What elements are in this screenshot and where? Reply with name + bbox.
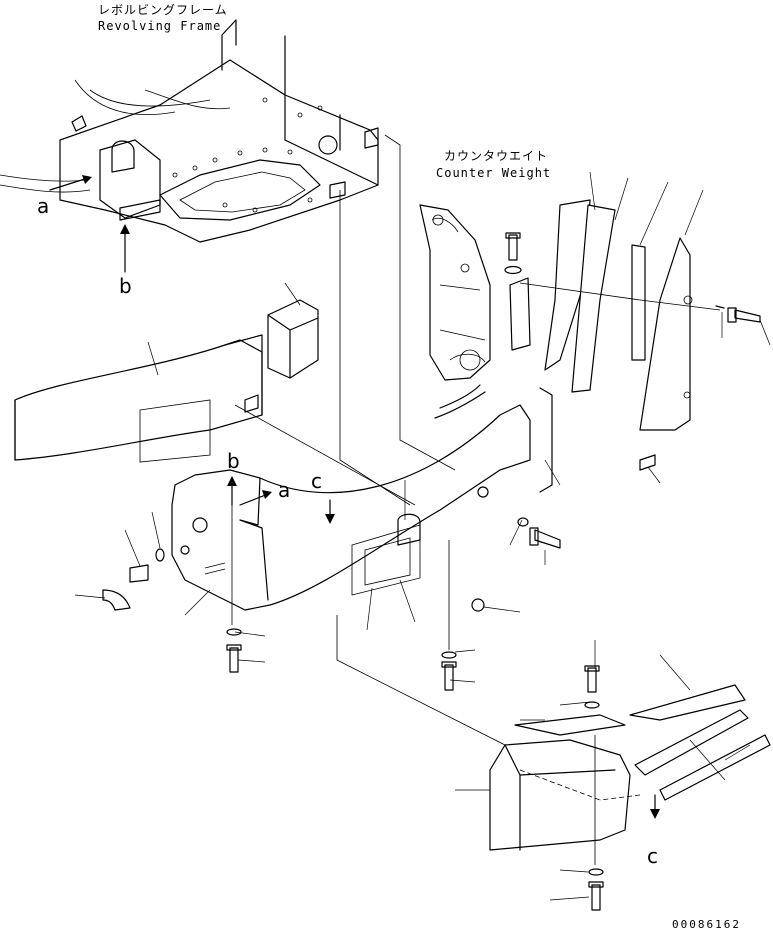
label-b-lower: b <box>227 449 240 473</box>
label-a-lower: a <box>278 478 290 502</box>
arrow-c-upper-icon <box>325 514 335 524</box>
revolving-frame <box>0 19 379 243</box>
direction-arrows <box>49 175 660 819</box>
label-c-upper: c <box>311 469 322 493</box>
counterweight-title-jp: カウンタウエイト <box>444 149 548 163</box>
drawing-number: 00086162 <box>672 918 741 931</box>
upper-cover <box>14 299 553 493</box>
arrow-b-upper-icon <box>120 224 130 234</box>
reference-lines <box>231 134 641 865</box>
arrow-a-lower-icon <box>262 490 272 499</box>
label-c-lower: c <box>647 844 658 868</box>
arrow-a-upper-icon <box>82 175 92 184</box>
revolving-frame-title-en: Revolving Frame <box>98 19 221 33</box>
label-a-upper: a <box>37 194 49 218</box>
main-counterweight <box>102 404 561 691</box>
arrow-b-lower-icon <box>227 476 237 486</box>
label-b-upper: b <box>119 274 132 298</box>
counterweight-side-view <box>419 199 761 471</box>
arrow-c-lower-icon <box>650 809 660 819</box>
counterweight-title-en: Counter Weight <box>436 166 551 180</box>
revolving-frame-title-jp: レボルビングフレーム <box>98 3 228 17</box>
lower-cover-assembly <box>489 665 771 911</box>
callout-leaders <box>74 171 771 901</box>
